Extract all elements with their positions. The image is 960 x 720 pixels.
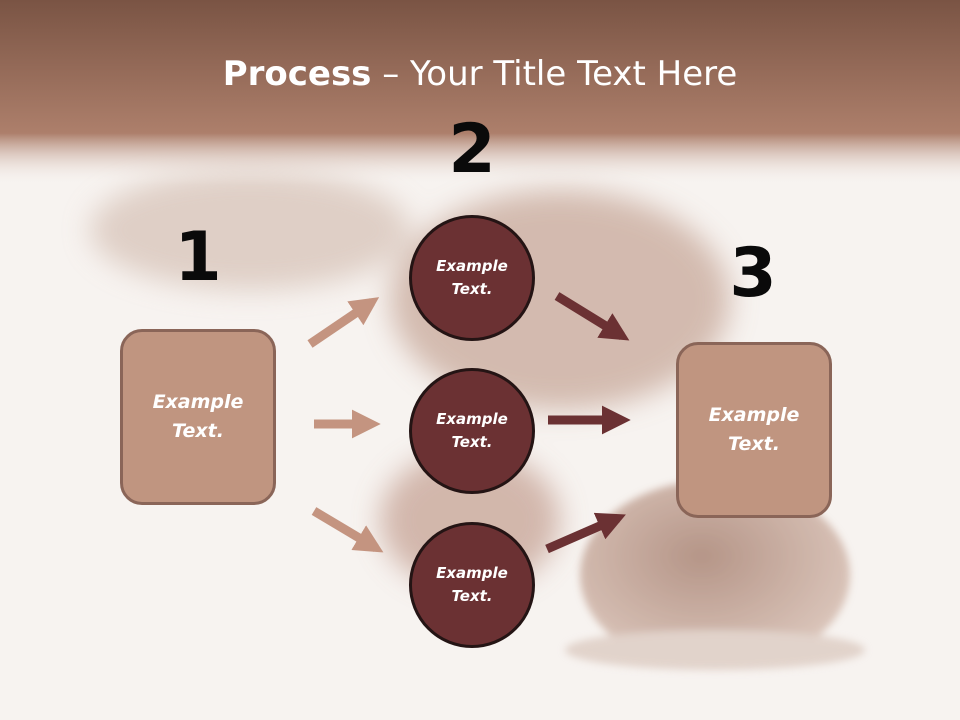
slide-title: Process – Your Title Text Here	[0, 52, 960, 96]
step-number-3: 3	[729, 234, 777, 313]
step-3-box-text: Example Text.	[708, 404, 800, 455]
step-number-1: 1	[174, 218, 222, 297]
arrow-right-down-icon	[311, 507, 384, 553]
step-3-box: Example Text.	[676, 342, 832, 518]
arrow-right-up-icon	[545, 512, 626, 554]
step-2-circle-bottom: Example Text.	[409, 522, 535, 648]
step-1-box-text: Example Text.	[152, 391, 244, 442]
step-1-box: Example Text.	[120, 329, 276, 505]
slide-title-bold: Process	[222, 54, 372, 94]
step-2-circle-middle: Example Text.	[409, 368, 535, 494]
slide-title-rest: – Your Title Text Here	[371, 54, 738, 94]
arrow-right-down-icon	[554, 292, 630, 341]
step-2-circle-bottom-text: Example Text.	[436, 564, 508, 605]
step-number-2: 2	[448, 110, 496, 189]
arrow-right-up-icon	[307, 297, 380, 348]
step-2-circle-middle-text: Example Text.	[436, 410, 508, 451]
step-2-circle-top-text: Example Text.	[436, 257, 508, 298]
step-2-circle-top: Example Text.	[409, 215, 535, 341]
